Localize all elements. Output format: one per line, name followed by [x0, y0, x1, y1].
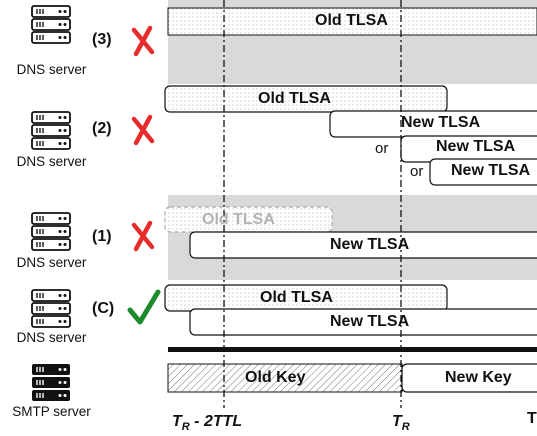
row2-old-tlsa-text: Old TLSA [258, 90, 331, 107]
row3-old-tlsa-text: Old TLSA [315, 12, 388, 29]
or-label-1: or [375, 140, 389, 157]
tick-tr-sub: R [401, 421, 410, 434]
row2-new-tlsa-alt2-bar [429, 158, 537, 186]
tick-tr-main: T [392, 413, 402, 430]
dns-server-icon-3 [31, 5, 71, 44]
separator-line [168, 347, 537, 352]
row-number-c: (C) [92, 300, 115, 317]
old-key-text: Old Key [245, 369, 306, 386]
row-number-3: (3) [92, 31, 112, 48]
cross-icon [131, 220, 155, 252]
dns-server-label-c: DNS server [16, 330, 87, 345]
tick-tr-2ttl-suffix: - 2TTL [189, 413, 243, 430]
row1-new-tlsa-text: New TLSA [330, 236, 410, 253]
or-label-2: or [410, 163, 424, 180]
smtp-server-icon [31, 363, 71, 402]
row-number-1: (1) [92, 228, 112, 245]
row3-old-tlsa-bar [167, 7, 537, 36]
dns-server-label-3: DNS server [16, 62, 87, 77]
dns-server-icon-2 [31, 111, 71, 150]
row1-old-tlsa-bar [164, 206, 333, 233]
tick-t: T [527, 410, 537, 427]
cross-icon [131, 25, 155, 57]
cross-icon [131, 114, 155, 146]
tick-tr: TR [392, 413, 410, 433]
dns-server-icon-c [31, 289, 71, 328]
tick-tr-2ttl-sub: R [181, 421, 190, 434]
check-icon [127, 289, 161, 325]
tick-tr-2ttl-main: T [172, 413, 182, 430]
row2-new-tlsa-text: New TLSA [401, 114, 481, 131]
rowC-new-tlsa-text: New TLSA [330, 313, 410, 330]
dns-server-label-1: DNS server [16, 255, 87, 270]
rowC-new-tlsa-bar [189, 308, 537, 336]
row-number-2: (2) [92, 120, 112, 137]
dns-server-label-2: DNS server [16, 154, 87, 169]
row2-old-tlsa-bar [164, 85, 448, 113]
row2-new-tlsa-alt2-text: New TLSA [451, 162, 531, 179]
rowC-old-tlsa-text: Old TLSA [260, 289, 333, 306]
row1-new-tlsa-bar [189, 231, 537, 259]
row2-new-tlsa-alt1-text: New TLSA [436, 138, 516, 155]
tick-tr-2ttl: TR - 2TTL [172, 413, 242, 433]
smtp-server-label: SMTP server [12, 404, 91, 419]
row1-old-tlsa-text: Old TLSA [202, 211, 275, 228]
dns-server-icon-1 [31, 212, 71, 251]
old-key-bar [167, 363, 403, 393]
new-key-text: New Key [445, 369, 512, 386]
new-key-bar [401, 363, 537, 393]
